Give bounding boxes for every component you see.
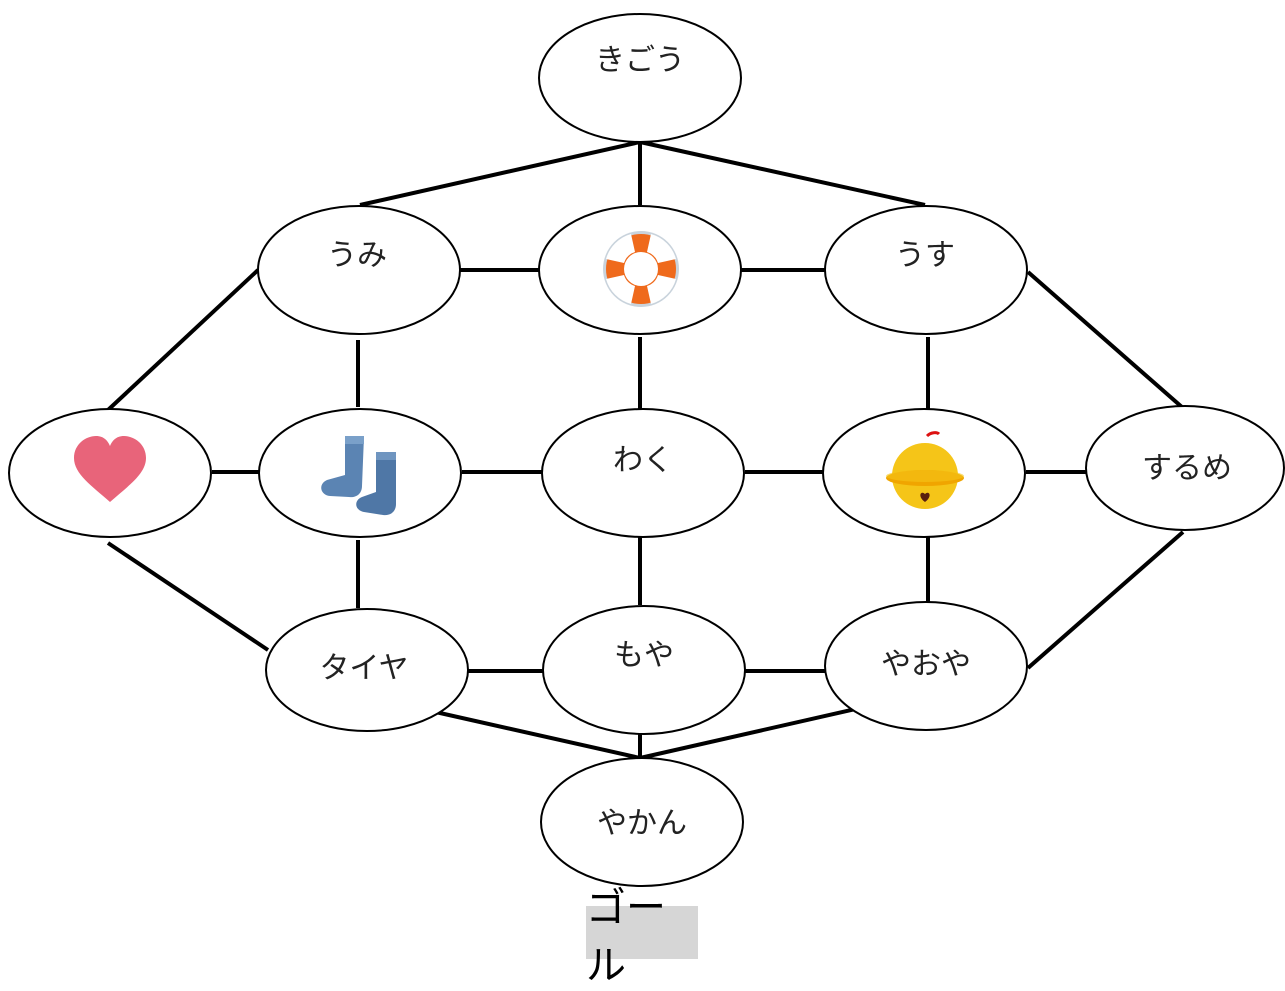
word-chain-diagram: きごう うみ うす わく するめ タイヤ もや やおや やかん bbox=[8, 13, 1285, 887]
label-yakan: やかん bbox=[597, 806, 687, 841]
socks-icon bbox=[321, 436, 396, 516]
node-taiya bbox=[265, 608, 469, 732]
label-suru-me: するめ bbox=[1142, 451, 1232, 486]
label-moya: もや bbox=[614, 638, 674, 673]
goal-label: ゴール bbox=[586, 884, 666, 989]
node-yakan bbox=[540, 757, 744, 887]
heart-icon bbox=[74, 436, 146, 502]
edge bbox=[1026, 530, 1185, 670]
edge bbox=[106, 268, 260, 412]
goal-label-box: ゴール bbox=[586, 885, 698, 989]
node-umi bbox=[257, 205, 461, 335]
bell-icon bbox=[886, 431, 964, 509]
node-moya bbox=[542, 605, 746, 735]
label-waku: わく bbox=[613, 443, 673, 478]
edge bbox=[1026, 270, 1185, 410]
label-kigou: きごう bbox=[595, 43, 685, 78]
edge bbox=[359, 140, 641, 207]
label-taiya: タイヤ bbox=[319, 651, 408, 686]
edge bbox=[106, 541, 270, 652]
node-kigou bbox=[538, 13, 742, 143]
edge bbox=[639, 140, 926, 207]
label-umi: うみ bbox=[327, 238, 387, 273]
life-ring-icon bbox=[603, 231, 679, 307]
node-suru-me bbox=[1085, 405, 1285, 531]
node-yaoya bbox=[824, 601, 1028, 731]
node-usu bbox=[824, 205, 1028, 335]
label-yaoya: やおや bbox=[881, 647, 971, 682]
node-waku bbox=[541, 408, 745, 538]
label-usu: うす bbox=[895, 238, 955, 273]
